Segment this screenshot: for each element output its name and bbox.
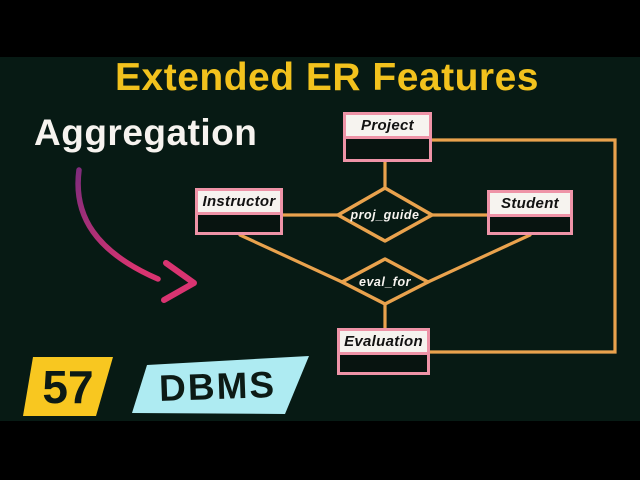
curved-arrow-shaft <box>75 167 161 282</box>
relationship-eval-for-diamond <box>340 257 430 306</box>
badge-number-shape <box>23 357 113 416</box>
entity-student-label: Student <box>501 195 559 212</box>
entity-instructor-header: Instructor <box>198 191 280 215</box>
relationship-eval-for-label: eval_for <box>359 275 412 289</box>
entity-student-header: Student <box>490 193 570 217</box>
slide-subtitle: Aggregation <box>34 112 258 153</box>
relationship-proj-guide-label: proj_guide <box>350 208 420 222</box>
connector-project-evaluation <box>428 138 617 354</box>
entity-project-header: Project <box>346 115 429 139</box>
connector-instructor-evalfor <box>238 233 344 284</box>
curved-arrow-icon <box>75 167 197 303</box>
entity-instructor: Instructor <box>195 188 283 235</box>
badge-label-shape <box>132 356 309 414</box>
entity-student: Student <box>487 190 573 235</box>
entity-evaluation-label: Evaluation <box>344 333 423 350</box>
badge-number: 57 <box>42 361 93 413</box>
letterbox-top <box>0 0 640 57</box>
entity-evaluation-body <box>340 355 427 372</box>
entity-project-label: Project <box>361 117 414 134</box>
page-title: Extended ER Features <box>115 56 539 99</box>
entity-student-body <box>490 217 570 232</box>
entity-project-body <box>346 139 429 159</box>
entity-instructor-label: Instructor <box>202 193 276 210</box>
entity-instructor-body <box>198 215 280 232</box>
lecture-badge: 57 DBMS <box>23 356 309 416</box>
connector-student-evalfor <box>426 233 532 284</box>
relationship-proj-guide-diamond <box>336 186 434 243</box>
entity-evaluation-header: Evaluation <box>340 331 427 355</box>
entity-project: Project <box>343 112 432 162</box>
entity-evaluation: Evaluation <box>337 328 430 375</box>
curved-arrow-head <box>161 260 197 303</box>
letterbox-bottom <box>0 421 640 480</box>
badge-label: DBMS <box>158 364 276 409</box>
